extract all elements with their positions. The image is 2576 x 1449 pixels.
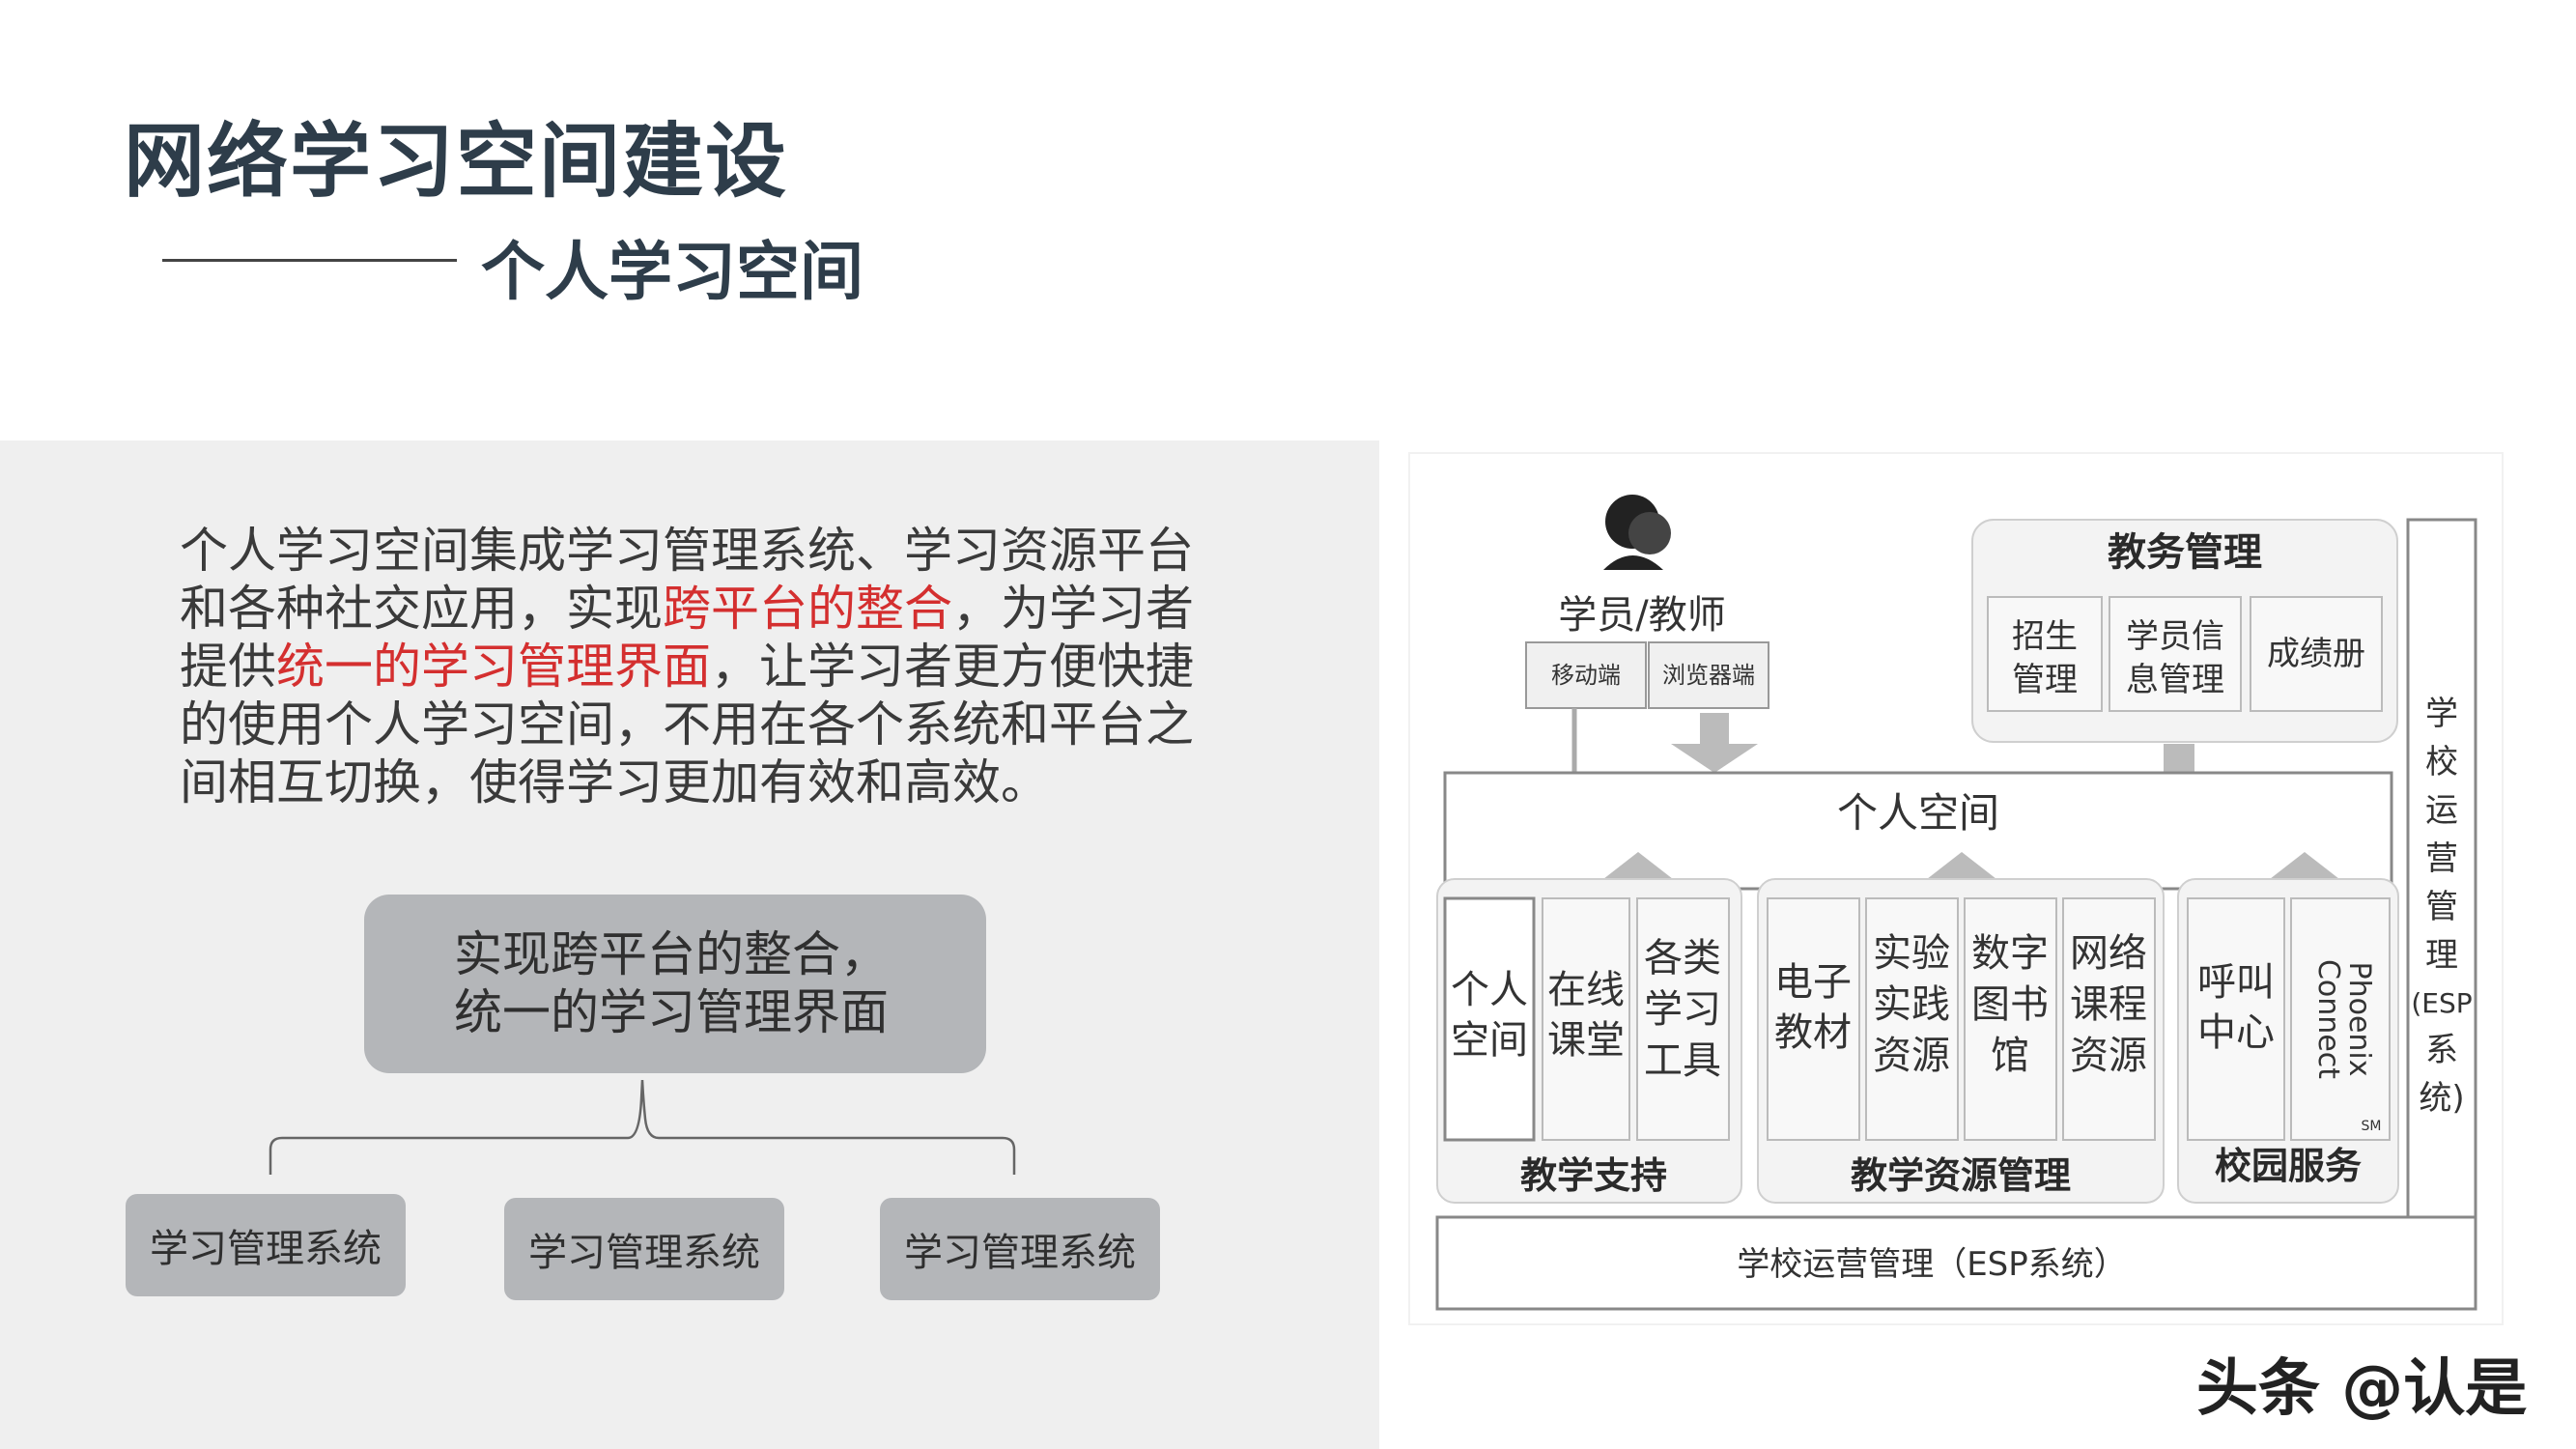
- online-class-cell: [1542, 897, 1630, 1141]
- mobile-box: [1525, 641, 1647, 709]
- system-box: 学习管理系统: [880, 1198, 1160, 1300]
- browser-box: [1648, 641, 1769, 709]
- system-box: 学习管理系统: [504, 1198, 784, 1300]
- admin-item: [2250, 596, 2383, 712]
- resource-cell: [1964, 897, 2057, 1141]
- svg-text:运: 运: [2425, 791, 2458, 830]
- svg-text:统): 统): [2419, 1079, 2464, 1118]
- svg-text:学习: 学习: [1644, 987, 1721, 1032]
- campus-title: 校园服务: [2215, 1145, 2362, 1187]
- description-paragraph: 个人学习空间集成学习管理系统、学习资源平台和各种社交应用，实现跨平台的整合，为学…: [180, 522, 1223, 811]
- phoenix-label: Phoenix Connect: [2311, 959, 2376, 1079]
- svg-text:课程: 课程: [2070, 982, 2147, 1027]
- architecture-diagram: 学员/教师 移动端 浏览器端 教务管理 招生 管理 学员信 息管理 成绩册 个人…: [1408, 452, 2504, 1325]
- svg-text:教材: 教材: [1774, 1010, 1852, 1055]
- svg-text:(ESP: (ESP: [2411, 987, 2472, 1019]
- bottom-esp-bar: [1435, 1215, 2477, 1311]
- svg-text:呼叫: 呼叫: [2197, 960, 2275, 1005]
- svg-text:管: 管: [2425, 888, 2458, 926]
- svg-text:工具: 工具: [1644, 1038, 1721, 1083]
- teaching-support-title: 教学支持: [1520, 1154, 1667, 1197]
- summary-box-text: 实现跨平台的整合， 统一的学习管理界面: [454, 925, 889, 1041]
- down-arrow-icon: [1671, 713, 1758, 773]
- learning-tools-cell: [1636, 897, 1730, 1141]
- page-subtitle: 个人学习空间: [481, 235, 863, 309]
- connector-brace: [269, 1080, 1016, 1175]
- personal-space-label: 个人空间: [1837, 789, 1999, 837]
- up-arrow-icon: [1927, 852, 1996, 898]
- svg-text:息管理: 息管理: [2126, 661, 2224, 699]
- bottom-esp-label: 学校运营管理（ESP系统）: [1737, 1245, 2127, 1284]
- svg-text:中心: 中心: [2197, 1010, 2275, 1055]
- svg-text:理: 理: [2425, 936, 2458, 975]
- side-esp-bar: [2406, 518, 2477, 1222]
- resource-cell: [1767, 897, 1860, 1141]
- paragraph-text: ，让学习者更方便快捷的使用个人学习空间，不用在各个系统和平台之间相互切换，使得学…: [180, 639, 1194, 810]
- admin-item: [2109, 596, 2242, 712]
- svg-text:数字: 数字: [1971, 931, 2049, 976]
- highlight-unified-interface: 统一的学习管理界面: [276, 639, 711, 695]
- svg-text:系: 系: [2425, 1031, 2458, 1069]
- svg-text:馆: 馆: [1991, 1034, 2029, 1078]
- summary-box: [364, 895, 986, 1073]
- svg-text:Connect: Connect: [2311, 959, 2345, 1079]
- svg-text:在线: 在线: [1547, 968, 1625, 1012]
- subtitle-rule: [162, 259, 457, 262]
- svg-text:SM: SM: [2362, 1119, 2382, 1134]
- svg-text:电子: 电子: [1774, 960, 1852, 1005]
- page-title: 网络学习空间建设: [124, 114, 789, 209]
- admin-item: [1987, 596, 2103, 712]
- up-arrow-icon: [1603, 852, 1673, 898]
- svg-text:实践: 实践: [1873, 982, 1950, 1027]
- svg-text:图书: 图书: [1971, 982, 2049, 1027]
- up-arrow-icon: [2270, 852, 2339, 898]
- side-esp-label: 学 校 运 营 管 理 (ESP 系 统): [2411, 695, 2472, 1118]
- svg-text:校: 校: [2425, 743, 2458, 781]
- svg-text:管理: 管理: [2012, 661, 2078, 699]
- svg-text:实验: 实验: [1873, 931, 1950, 976]
- phoenix-cell: [2290, 897, 2391, 1141]
- svg-text:个人: 个人: [1451, 968, 1528, 1012]
- svg-text:各类: 各类: [1644, 936, 1721, 980]
- user-label: 学员/教师: [1558, 593, 1725, 638]
- paragraph-text: ，为学习者提供: [180, 581, 1194, 695]
- svg-text:课堂: 课堂: [1547, 1018, 1625, 1063]
- admin-title: 教务管理: [2108, 530, 2262, 575]
- svg-text:资源: 资源: [1873, 1034, 1950, 1078]
- svg-text:成绩册: 成绩册: [2267, 635, 2365, 673]
- mobile-label: 移动端: [1551, 662, 1621, 689]
- svg-text:网络: 网络: [2070, 931, 2147, 976]
- svg-text:资源: 资源: [2070, 1034, 2147, 1078]
- browser-label: 浏览器端: [1662, 662, 1755, 689]
- svg-text:营: 营: [2425, 839, 2458, 878]
- call-center-cell: [2187, 897, 2285, 1141]
- svg-text:Phoenix: Phoenix: [2342, 961, 2376, 1076]
- highlight-cross-platform: 跨平台的整合: [663, 581, 952, 637]
- summary-line-1: 实现跨平台的整合，: [454, 926, 889, 982]
- svg-text:学: 学: [2425, 695, 2458, 733]
- watermark: 头条 @认是: [2196, 1353, 2528, 1425]
- resources-title: 教学资源管理: [1851, 1154, 2071, 1197]
- architecture-svg: 学员/教师 移动端 浏览器端 教务管理 招生 管理 学员信 息管理 成绩册 个人…: [1435, 495, 2477, 1311]
- paragraph-text: 个人学习空间集成学习管理系统、学习资源平台和各种社交应用，实现: [180, 523, 1194, 637]
- resource-cell: [2062, 897, 2156, 1141]
- people-icon: [1603, 495, 1671, 570]
- personal-space-bar: [1443, 771, 2393, 891]
- svg-text:学员信: 学员信: [2126, 617, 2224, 656]
- svg-text:招生: 招生: [2012, 617, 2078, 656]
- personal-space-cell: [1443, 896, 1536, 1142]
- summary-line-2: 统一的学习管理界面: [454, 984, 889, 1040]
- system-box: 学习管理系统: [126, 1194, 406, 1296]
- resource-cell: [1865, 897, 1959, 1141]
- svg-text:空间: 空间: [1451, 1018, 1528, 1063]
